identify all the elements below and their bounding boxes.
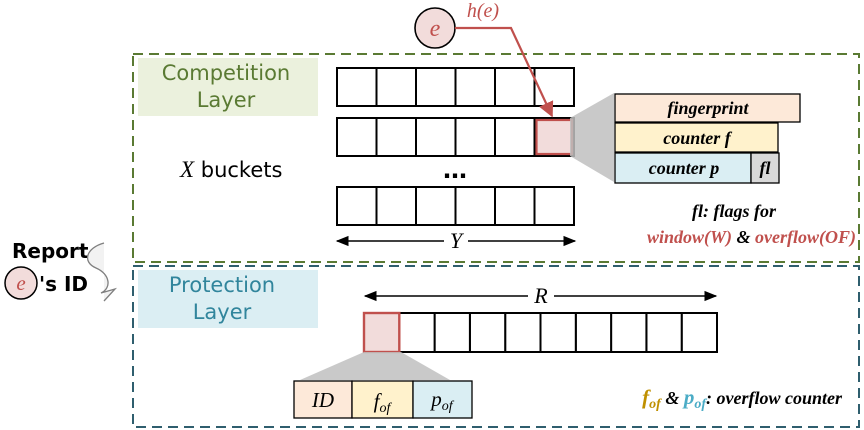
- row-count-variable: X: [179, 157, 195, 182]
- row-count-label: X buckets: [179, 157, 282, 182]
- protection-cell: [574, 312, 613, 353]
- protection-cell: [680, 312, 719, 353]
- entry-id-field: [293, 380, 353, 419]
- protection-width-label: R: [533, 283, 548, 308]
- report-id-suffix: 's ID: [39, 272, 88, 296]
- protection-cell: [433, 312, 471, 353]
- entry-f-base: f: [374, 389, 383, 413]
- hash-label: h(e): [467, 0, 500, 22]
- report-e-node: [4, 266, 38, 300]
- fingerprint-field: [614, 93, 801, 123]
- legend-p-sub: of: [694, 397, 707, 412]
- legend-amp: &: [661, 388, 684, 408]
- bucket-cell: [494, 67, 536, 107]
- entry-p-label: pof: [429, 387, 455, 414]
- legend-f-sub: of: [649, 397, 662, 412]
- grid-width-label-bg: [444, 229, 468, 253]
- bucket-cell: [375, 67, 417, 107]
- hashed-bucket-cell: [533, 117, 575, 157]
- legend-p-base: p: [682, 385, 695, 409]
- bucket-cell: [533, 186, 575, 226]
- flags-note-window: window(W): [647, 227, 732, 248]
- rows-ellipsis: …: [443, 156, 467, 184]
- protection-cell: [539, 312, 577, 353]
- element-e-symbol: e: [430, 16, 441, 42]
- counter-f-label: counter f: [663, 128, 733, 148]
- report-label: Report: [12, 239, 89, 263]
- competition-layer-title-line1: Competition: [162, 61, 291, 85]
- entry-p-base: p: [429, 387, 442, 411]
- protection-layer-title-line2: Layer: [193, 300, 252, 324]
- protection-width-label-bg: [528, 284, 554, 308]
- flags-label: fl: [760, 158, 771, 178]
- bucket-cell: [336, 186, 378, 226]
- bucket-cell: [336, 117, 378, 157]
- entry-p-field: [412, 380, 473, 419]
- grid-width-label: Y: [450, 228, 465, 253]
- entry-f-sub: of: [379, 401, 392, 416]
- protection-layer-title-bg: [138, 270, 318, 328]
- competition-layer-frame: [132, 53, 860, 263]
- bucket-cell: [494, 186, 536, 226]
- row-count-text: buckets: [194, 158, 282, 182]
- hash-arrow: [455, 26, 554, 118]
- entry-zoom-wedge: [300, 352, 450, 380]
- bucket-cell: [533, 67, 575, 107]
- entry-p-sub: of: [442, 399, 455, 414]
- bucket-cell: [375, 117, 417, 157]
- protection-layer-frame: [132, 265, 860, 428]
- legend-text: : overflow counter: [706, 388, 843, 408]
- protection-cell: [610, 312, 648, 353]
- bucket-cell: [454, 117, 496, 157]
- counter-p-field: [614, 152, 752, 184]
- legend-f-base: f: [642, 385, 651, 409]
- protection-cell: [504, 312, 542, 353]
- flags-note-line1: fl: flags for: [692, 201, 777, 221]
- bucket-cell: [336, 67, 378, 107]
- bucket-cell: [415, 186, 457, 226]
- bucket-cell: [494, 117, 536, 157]
- fingerprint-label: fingerprint: [667, 98, 749, 118]
- bucket-grid: [336, 67, 575, 226]
- flags-note-amp: &: [732, 227, 755, 247]
- protection-cell: [398, 312, 436, 353]
- competition-layer-title-bg: [138, 58, 318, 116]
- entry-f-label: fof: [374, 389, 393, 416]
- protection-cell: [468, 312, 507, 353]
- bucket-cell: [375, 186, 417, 226]
- flags-note-line2: window(W) & overflow(OF): [647, 227, 856, 248]
- report-e-symbol: e: [16, 271, 25, 295]
- counter-f-field: [614, 122, 779, 153]
- overflow-legend: fof & pof: overflow counter: [642, 385, 843, 412]
- flags-note-overflow: overflow(OF): [755, 227, 856, 248]
- flags-field: [750, 152, 780, 184]
- protection-highlighted-cell: [362, 311, 401, 354]
- bucket-cell: [415, 117, 457, 157]
- bucket-cell: [415, 67, 457, 107]
- entry-id-label: ID: [311, 388, 334, 412]
- counter-p-label: counter p: [649, 158, 720, 178]
- report-curved-arrow: [86, 242, 118, 302]
- bucket-cell: [454, 67, 496, 107]
- protection-cells: [362, 311, 719, 354]
- protection-layer-title-line1: Protection: [169, 273, 275, 297]
- bucket-cell: [454, 186, 496, 226]
- protection-cell: [645, 312, 683, 353]
- bucket-zoom-wedge: [570, 93, 614, 182]
- competition-layer-title-line2: Layer: [197, 88, 256, 112]
